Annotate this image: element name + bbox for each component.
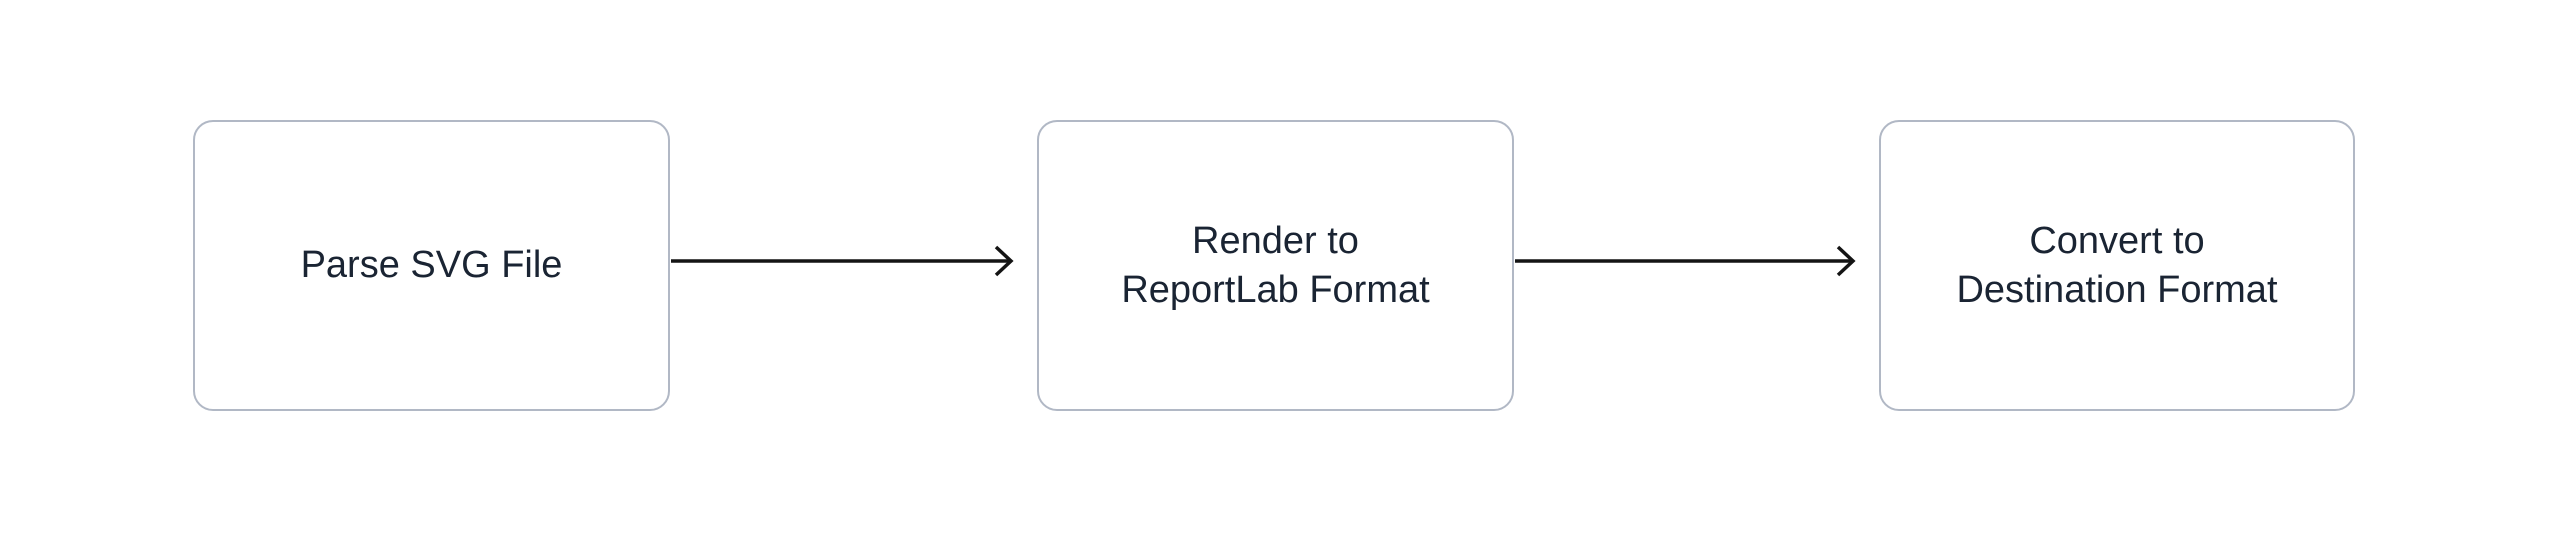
node-convert-to-destination-format: Convert to Destination Format (1879, 120, 2355, 411)
node-parse-svg-file-label: Parse SVG File (300, 244, 563, 286)
node-convert-to-destination-format-label: Convert to Destination Format (1956, 219, 2278, 311)
node-render-to-reportlab-format: Render to ReportLab Format (1037, 120, 1514, 411)
node-parse-svg-file: Parse SVG File (193, 120, 670, 411)
node-render-to-reportlab-format-label: Render to ReportLab Format (1121, 219, 1430, 311)
